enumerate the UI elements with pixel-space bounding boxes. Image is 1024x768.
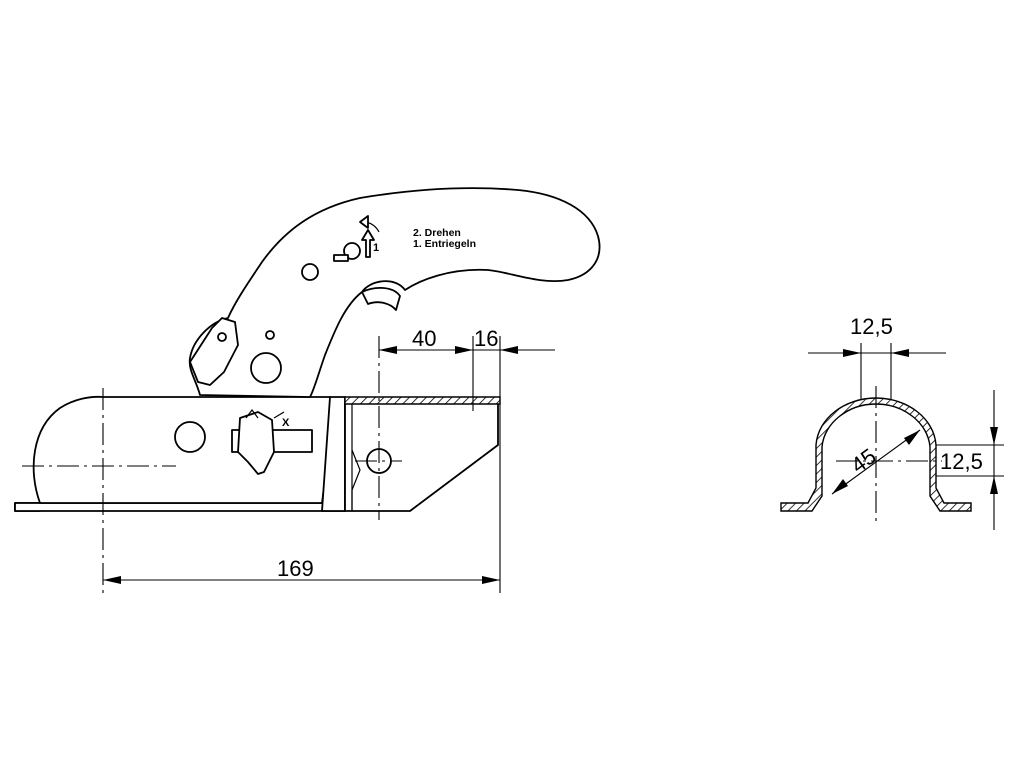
u-profile — [780, 397, 972, 512]
base-plate-long — [14, 502, 346, 512]
handle-pivot-small — [265, 330, 275, 340]
dim-arrow-diameter-low — [832, 479, 848, 494]
indicator-tick — [245, 409, 259, 419]
indicator-x-mark: X — [282, 417, 290, 429]
main-pivot-hole — [250, 352, 282, 384]
wear-indicator: X — [231, 409, 313, 475]
handle-label-turn: 2. Drehen — [413, 227, 461, 239]
indicator-pin — [333, 254, 349, 262]
dim-arrow-right-bottom — [990, 476, 998, 494]
dim-arrow-top-right — [891, 349, 909, 357]
dim-label-right: 12,5 — [940, 449, 983, 474]
dim-label-169: 169 — [277, 556, 314, 581]
dim-line-diameter — [831, 429, 921, 495]
rotate-arrow-head — [359, 215, 369, 229]
unlock-step-number: 1 — [373, 242, 379, 254]
dim-arrow-diameter-high — [904, 430, 920, 445]
indicator-line — [273, 411, 285, 419]
socket-hole — [174, 421, 206, 453]
dim-arrow-40-left — [379, 346, 397, 354]
coupling-side-view: 1 2. Drehen 1. Entriegeln X — [14, 187, 601, 593]
tube-hatch-top — [344, 396, 501, 405]
tube-slope — [351, 449, 361, 511]
dim-arrow-169-right — [482, 576, 500, 584]
hinge-pin — [217, 332, 227, 342]
dim-arrow-16 — [500, 346, 518, 354]
handle-hole-upper — [301, 263, 319, 281]
dim-arrow-top-left — [843, 349, 861, 357]
side-view-dimensions: 40 16 169 — [103, 326, 555, 593]
unlock-arrow-icon — [361, 229, 375, 258]
dim-arrow-40-right — [455, 346, 473, 354]
profile-cross-section: 12,5 45 12,5 — [780, 314, 1004, 530]
dim-label-40: 40 — [412, 326, 436, 351]
dim-label-top: 12,5 — [850, 314, 893, 339]
release-tooth — [361, 287, 401, 311]
dim-label-16: 16 — [474, 326, 498, 351]
dim-arrow-169-left — [103, 576, 121, 584]
indicator-slider — [237, 411, 275, 475]
handle-label-unlock: 1. Entriegeln — [413, 238, 476, 250]
dim-arrow-right-top — [990, 427, 998, 445]
